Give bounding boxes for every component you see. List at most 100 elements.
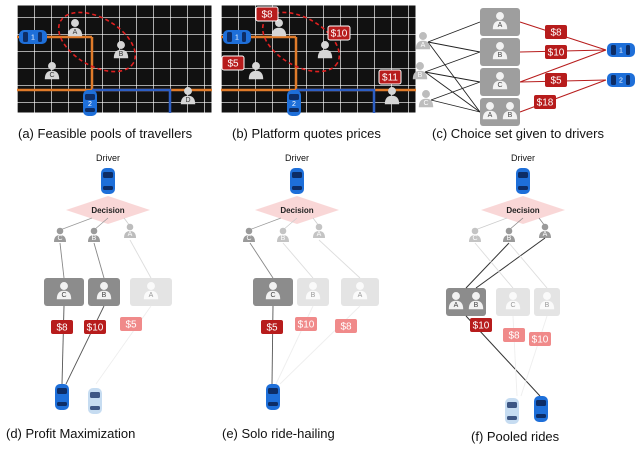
traveller-icon: A [492, 12, 508, 30]
traveller-a: A [124, 223, 136, 238]
price-text: $10 [473, 321, 490, 332]
connector-line [424, 51, 481, 73]
traveller-icon: B [468, 292, 484, 310]
connector-line [508, 217, 524, 231]
connector-line [93, 217, 109, 231]
connector-line [279, 305, 361, 385]
vehicle-label: 1 [235, 35, 239, 42]
price-tag: $10 [470, 318, 492, 332]
price-text: $10 [298, 320, 315, 331]
traveller-label: A [73, 29, 78, 36]
traveller-label: D [185, 97, 190, 104]
driver-vehicle [290, 168, 304, 194]
traveller-icon: B [502, 102, 518, 120]
vehicle-label: 1 [619, 48, 623, 55]
traveller-label: B [498, 52, 503, 59]
connector-line [59, 217, 93, 231]
traveller-c: C [243, 227, 255, 242]
traveller-a: A [313, 223, 325, 238]
traveller-label: B [545, 302, 550, 309]
traveller-label: A [454, 302, 459, 309]
traveller-label: A [358, 292, 363, 299]
traveller-icon: C [56, 282, 72, 300]
driver-vehicle [101, 168, 115, 194]
traveller-b: B [113, 41, 129, 59]
traveller-label: C [510, 302, 515, 309]
connector-line [474, 217, 508, 231]
vehicle-2-d [88, 388, 102, 414]
traveller-label: B [102, 292, 107, 299]
traveller-label: A [149, 292, 154, 299]
vehicle-1-c: 1 [607, 43, 635, 57]
traveller-c: C [54, 227, 66, 242]
panel-a: A B C D 1 2 [16, 4, 213, 116]
vehicle-label: 2 [292, 101, 296, 108]
connector-line [427, 41, 481, 53]
option-box: C [496, 288, 530, 316]
price-text: $5 [125, 320, 137, 331]
caption-f: (f) Pooled rides [471, 429, 560, 444]
traveller-label: B [508, 112, 513, 119]
connector-line [475, 237, 546, 289]
traveller-icon: C [492, 72, 508, 90]
traveller-icon: A [143, 282, 159, 300]
traveller-c: C [44, 62, 60, 80]
caption-b: (b) Platform quotes prices [232, 126, 381, 141]
traveller-label: B [418, 72, 423, 79]
price-text: $8 [508, 331, 520, 342]
option-box: B [88, 278, 120, 306]
vehicle-label: 2 [88, 101, 92, 108]
vehicle-1-f [534, 396, 548, 422]
vehicle-1-e [266, 384, 280, 410]
price-text: $5 [550, 76, 562, 87]
caption-c: (c) Choice set given to drivers [432, 126, 604, 141]
connector-line [282, 217, 298, 231]
traveller-c-c: C [418, 90, 434, 108]
option-box: C [44, 278, 84, 306]
traveller-icon: B [305, 282, 321, 300]
driver-label: Driver [511, 153, 535, 163]
driver-label: Driver [285, 153, 309, 163]
pool-ellipse-a [57, 11, 137, 73]
connector-line [474, 242, 514, 289]
decision-text: Decision [91, 206, 124, 215]
price-tag: $10 [84, 320, 106, 334]
price-text: $8 [261, 10, 273, 21]
vehicle-label: 2 [619, 78, 623, 85]
traveller-label: A [128, 231, 133, 238]
traveller-label: C [270, 292, 275, 299]
traveller-label: B [311, 292, 316, 299]
route-blue-b [296, 88, 376, 113]
traveller-icon: C [505, 292, 521, 310]
caption-a: (a) Feasible pools of travellers [18, 126, 193, 141]
traveller-icon: C [265, 282, 281, 300]
vehicle-2-f [505, 398, 519, 424]
price-c-c: $5 [545, 73, 567, 87]
decision-text: Decision [506, 206, 539, 215]
traveller-b-c: B [412, 62, 428, 80]
vehicle-1-b: 1 [223, 30, 251, 44]
vehicle-1-a: 1 [19, 30, 47, 44]
option-box: B [297, 278, 329, 306]
connector-line [61, 305, 65, 385]
traveller-a-c: A [415, 32, 431, 50]
connector-line [430, 81, 481, 101]
driver-label: Driver [96, 153, 120, 163]
price-tag: $10 [295, 317, 317, 331]
caption-e: (e) Solo ride-hailing [222, 426, 335, 441]
price-text: $10 [532, 335, 549, 346]
traveller-label: B [507, 235, 512, 242]
traveller-a: A [67, 19, 83, 37]
traveller-icon: A [448, 292, 464, 310]
price-c-ab: $18 [534, 95, 556, 109]
traveller-label: A [317, 231, 322, 238]
connector-line [424, 71, 481, 83]
connector-line [93, 242, 105, 279]
caption-d: (d) Profit Maximization [6, 426, 135, 441]
traveller-icon: A [352, 282, 368, 300]
